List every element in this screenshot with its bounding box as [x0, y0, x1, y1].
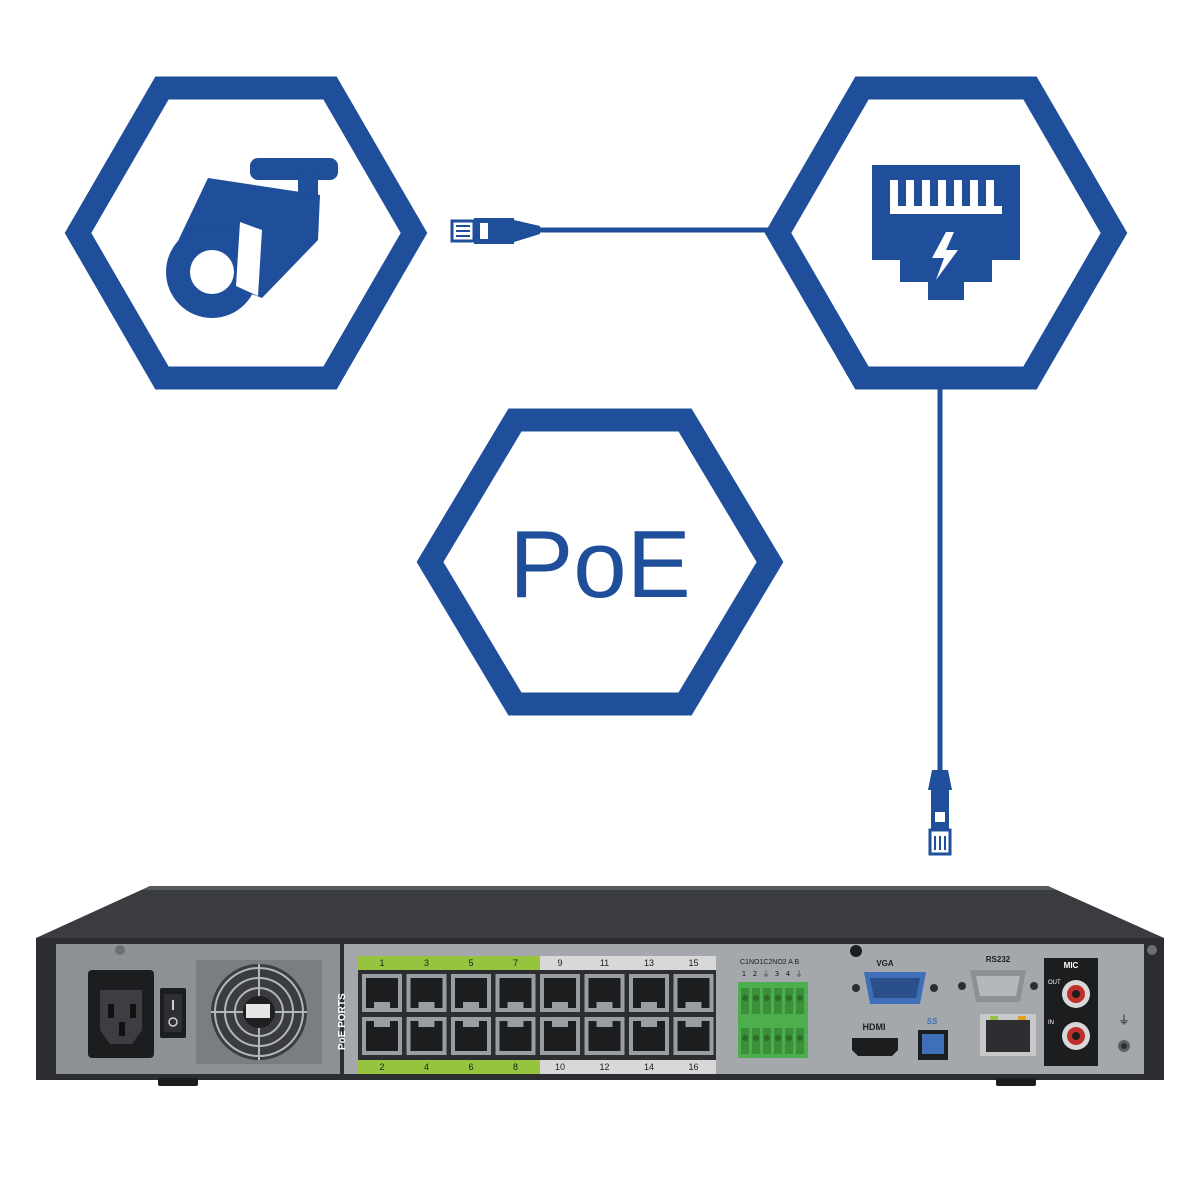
audio-block: MIC OUT IN [1044, 958, 1098, 1066]
terminal-screw[interactable] [752, 1028, 760, 1054]
alarm-sub-label: ⏚ [796, 970, 803, 978]
ethernet-cable-icon [450, 218, 540, 244]
nvr-top-lid [36, 886, 1164, 938]
port-number-label: 16 [688, 1062, 698, 1072]
audio-out-label: OUT [1048, 980, 1061, 986]
poe-port-hexagon [764, 76, 1128, 390]
usb-label: SS [927, 1017, 938, 1026]
terminal-screw[interactable] [785, 1028, 793, 1054]
alarm-header-label: C1NO1C2NO2 A B [740, 959, 799, 966]
ethernet-port[interactable] [673, 974, 714, 1012]
port-number-label: 7 [513, 958, 518, 968]
port-number-label: 4 [424, 1062, 429, 1072]
power-inlet[interactable] [88, 970, 154, 1058]
vga-label: VGA [876, 959, 894, 968]
terminal-screw[interactable] [774, 1028, 782, 1054]
ethernet-port[interactable] [362, 1017, 402, 1055]
audio-out-jack[interactable] [1062, 980, 1090, 1008]
power-switch[interactable] [160, 988, 186, 1038]
port-numbers-bottom: 2 4 6 8 10 12 14 16 [379, 1062, 698, 1072]
poe-badge-hexagon: PoE [416, 408, 784, 716]
port-number-label: 13 [644, 958, 654, 968]
port-number-label: 12 [599, 1062, 609, 1072]
port-number-label: 6 [468, 1062, 473, 1072]
port-number-label: 3 [424, 958, 429, 968]
cooling-fan [196, 960, 322, 1064]
ethernet-cable-vertical [928, 378, 952, 856]
ground-terminal: ⏚ [1118, 1013, 1130, 1052]
rs232-port[interactable]: RS232 [958, 955, 1038, 1002]
terminal-screw[interactable] [796, 988, 804, 1014]
terminal-screw[interactable] [774, 988, 782, 1014]
hdmi-port[interactable]: HDMI [852, 1022, 898, 1056]
port-number-label: 8 [513, 1062, 518, 1072]
ethernet-ports [362, 974, 714, 1055]
vga-port[interactable]: VGA [852, 959, 938, 1004]
ethernet-port[interactable] [629, 974, 669, 1012]
poe-port-icon [872, 165, 1020, 300]
mic-in-jack[interactable] [1062, 1022, 1090, 1050]
ethernet-port[interactable] [673, 1017, 714, 1055]
ethernet-port[interactable] [406, 974, 447, 1012]
terminal-screw[interactable] [741, 988, 749, 1014]
camera-hexagon [64, 76, 428, 390]
terminal-screws [741, 988, 804, 1054]
terminal-screw[interactable] [796, 1028, 804, 1054]
usb-port[interactable]: SS [918, 1017, 948, 1060]
ground-symbol: ⏚ [1118, 1013, 1130, 1027]
terminal-screw[interactable] [763, 988, 771, 1014]
ethernet-port[interactable] [540, 1017, 580, 1055]
poe-ports-label: PoE PORTS [337, 993, 348, 1050]
port-number-label: 2 [379, 1062, 384, 1072]
hdmi-label: HDMI [863, 1022, 886, 1032]
ethernet-port[interactable] [495, 1017, 536, 1055]
ethernet-port[interactable] [629, 1017, 669, 1055]
alarm-sub-label: 2 [753, 970, 757, 978]
mic-label: MIC [1064, 961, 1079, 970]
ethernet-port[interactable] [451, 1017, 491, 1055]
alarm-sub-label: ⏚ [763, 970, 770, 978]
alarm-sub-label: 1 [742, 970, 746, 978]
poe-badge-text: PoE [509, 511, 690, 618]
port-number-label: 15 [688, 958, 698, 968]
alarm-sub-label: 3 [775, 970, 779, 978]
port-number-label: 5 [468, 958, 473, 968]
lan-port[interactable] [980, 1014, 1036, 1056]
port-number-label: 9 [557, 958, 562, 968]
terminal-screw[interactable] [741, 1028, 749, 1054]
ethernet-port[interactable] [362, 974, 402, 1012]
terminal-screw[interactable] [752, 988, 760, 1014]
audio-in-label: IN [1048, 1020, 1054, 1026]
ethernet-port[interactable] [584, 1017, 625, 1055]
terminal-screw[interactable] [785, 988, 793, 1014]
lightning-icon [932, 232, 958, 280]
ethernet-port[interactable] [451, 974, 491, 1012]
ethernet-cable-horizontal [450, 218, 790, 244]
rs232-label: RS232 [986, 955, 1011, 964]
port-number-label: 14 [644, 1062, 654, 1072]
port-number-label: 11 [600, 958, 609, 968]
ethernet-port[interactable] [495, 974, 536, 1012]
ethernet-port[interactable] [584, 974, 625, 1012]
ethernet-port[interactable] [540, 974, 580, 1012]
ethernet-port[interactable] [406, 1017, 447, 1055]
camera-icon [166, 158, 338, 318]
alarm-sub-label: 4 [786, 970, 791, 978]
terminal-screw[interactable] [763, 1028, 771, 1054]
port-number-label: 1 [379, 958, 384, 968]
port-number-label: 10 [555, 1062, 565, 1072]
